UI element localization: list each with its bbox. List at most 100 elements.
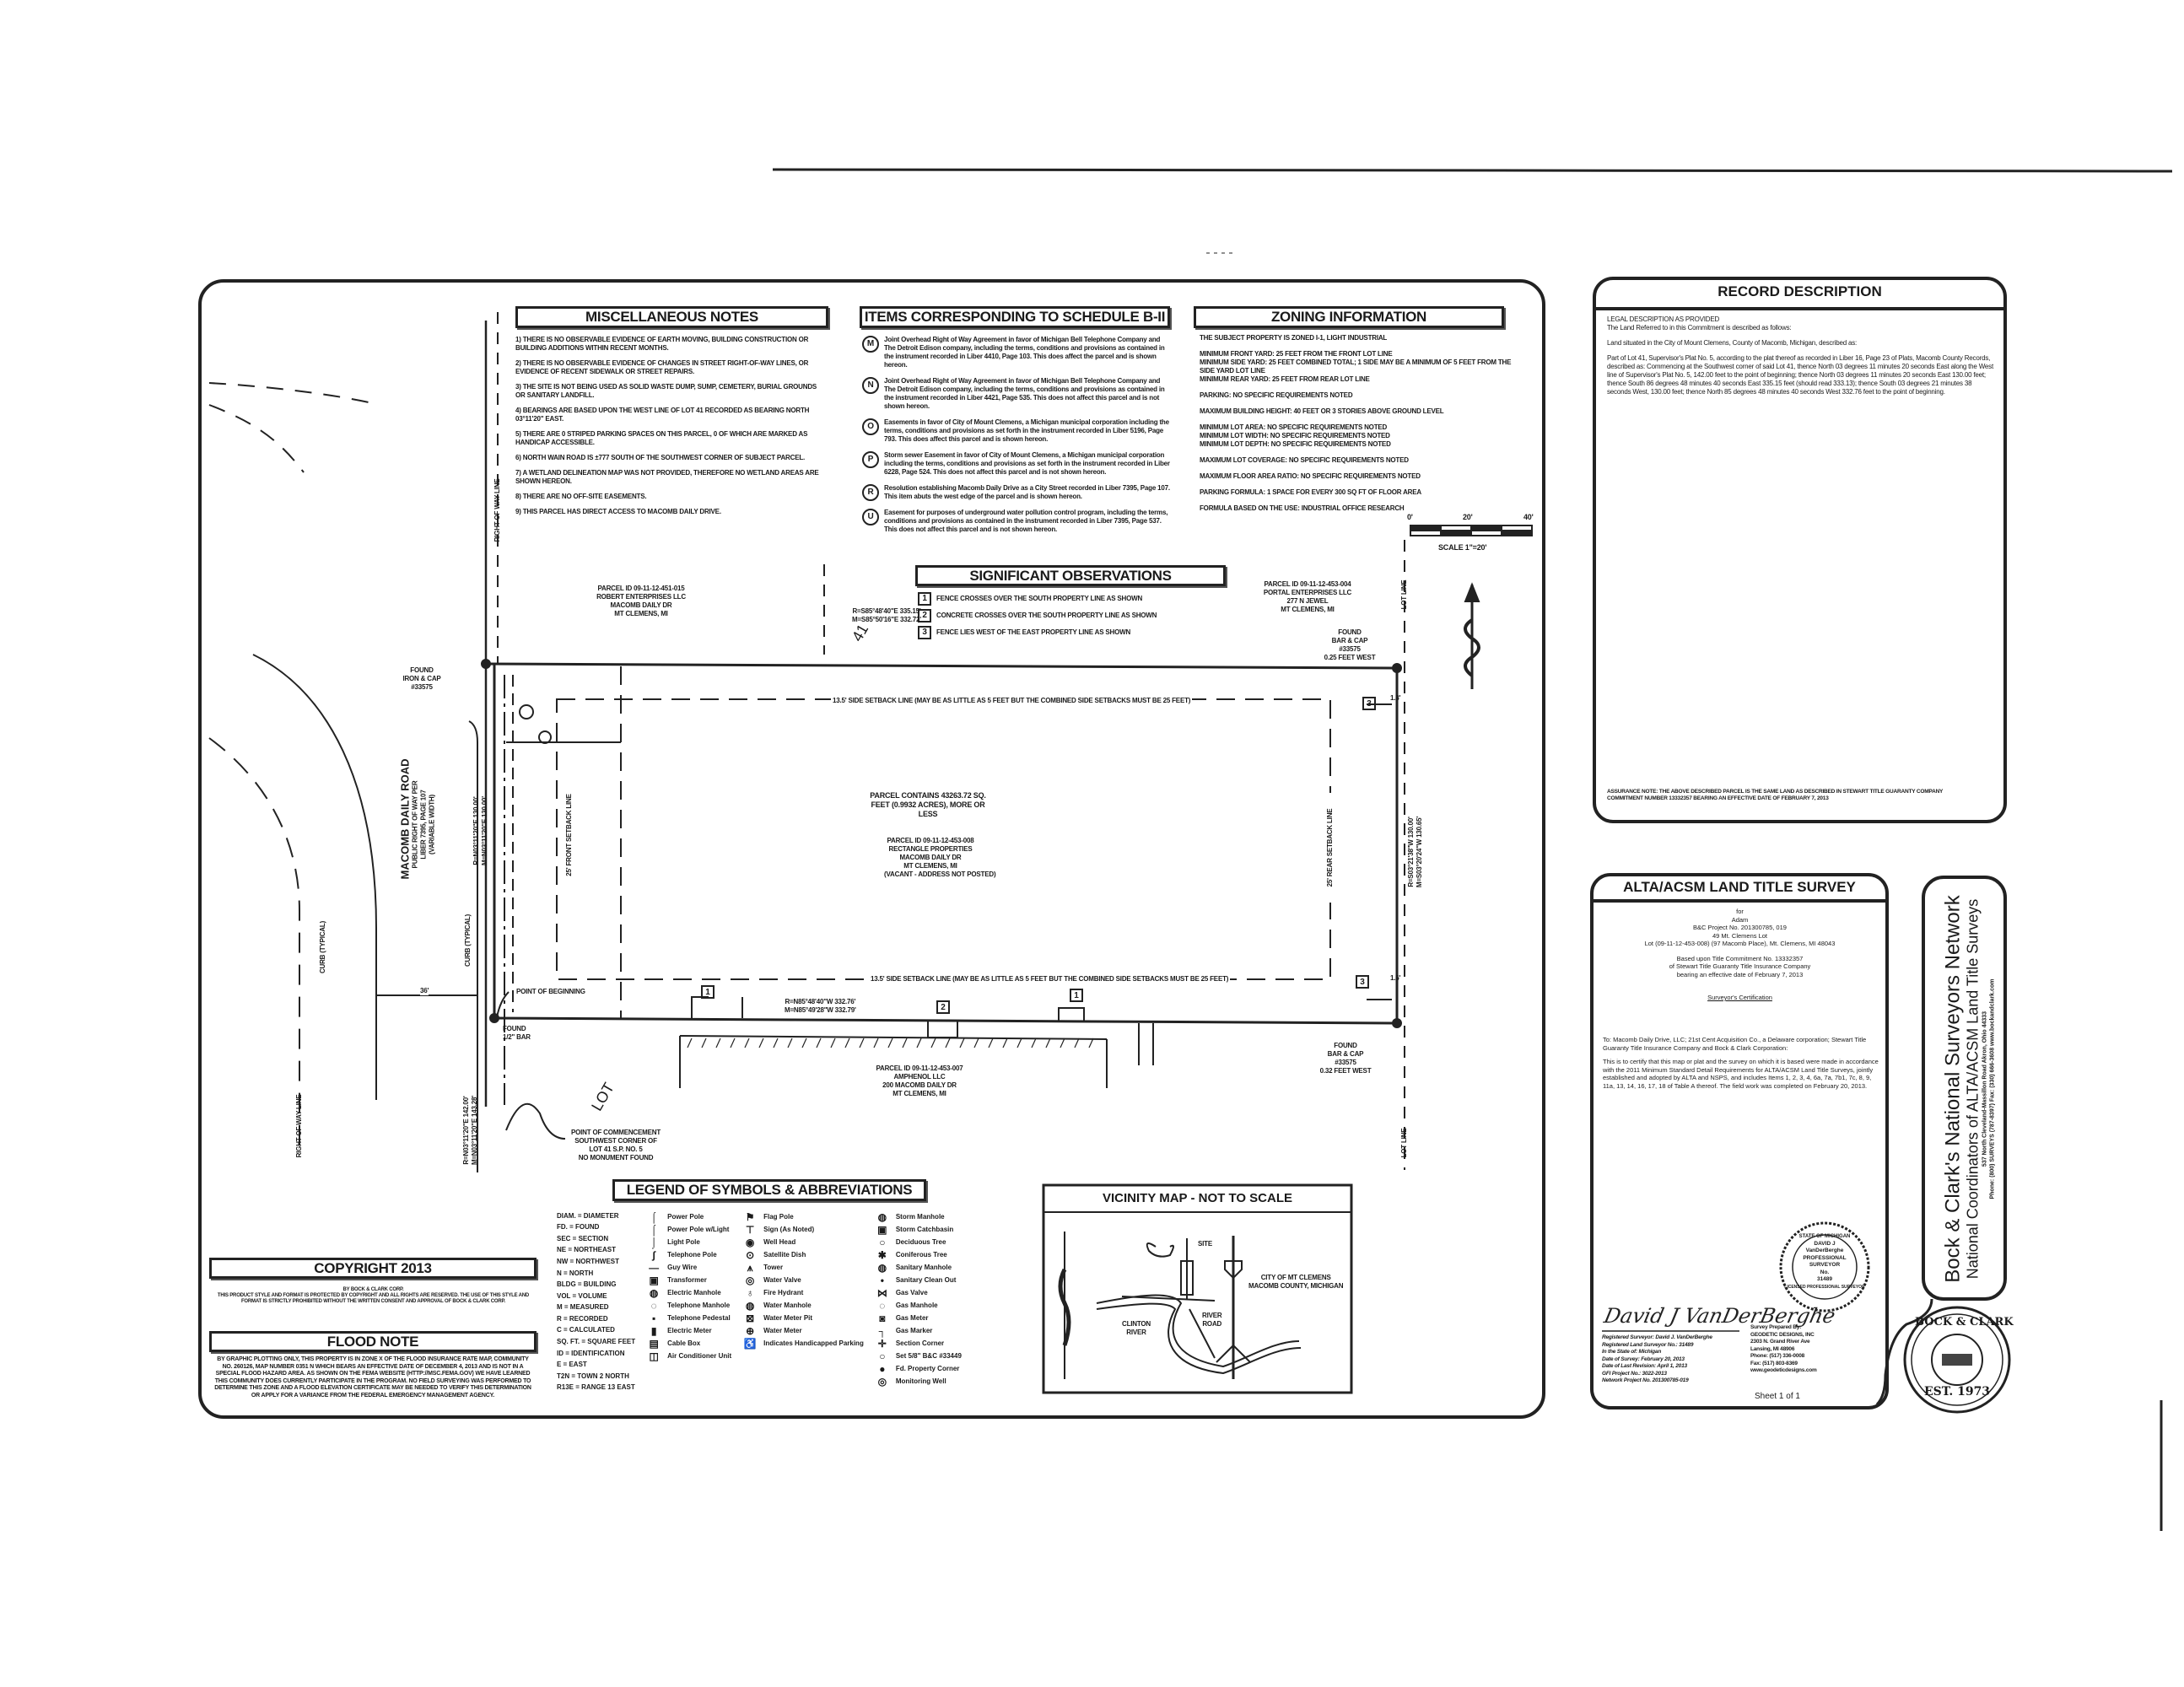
north-arrow-icon	[1464, 582, 1480, 692]
legend-item: BLDG = BUILDING	[557, 1280, 635, 1290]
legend-label: Flag Pole	[763, 1212, 794, 1221]
list-item: 5) THERE ARE 0 STRIPED PARKING SPACES ON…	[515, 430, 808, 446]
list-item: RIVER	[1126, 1329, 1146, 1336]
hatch-mark	[973, 1038, 979, 1048]
curb-label-2: CURB (TYPICAL)	[464, 914, 472, 967]
legend-item: •Sanitary Clean Out	[876, 1275, 962, 1285]
setback-rear: 25' REAR SETBACK LINE	[1326, 793, 1335, 903]
curb-width: 36'	[420, 987, 429, 995]
legend-symbol-icon: ◌	[879, 1299, 886, 1312]
vicinity-map-title: VICINITY MAP - NOT TO SCALE	[1102, 1191, 1293, 1205]
list-item: MT CLEMENS, MI	[892, 1090, 946, 1097]
alta-cert-body: This is to certify that this map or plat…	[1603, 1058, 1879, 1090]
hatch-mark	[787, 1038, 793, 1048]
list-item: #33575	[1339, 645, 1361, 653]
vicinity-site: SITE	[1198, 1240, 1212, 1248]
hatch-mark	[1045, 1038, 1051, 1048]
list-item: Fax: (517) 803-8369	[1750, 1360, 1798, 1366]
legend-label: SQ. FT. = SQUARE FEET	[557, 1337, 636, 1345]
legend-item: ⩚Tower	[743, 1262, 864, 1273]
sheet-number: Sheet 1 of 1	[1755, 1392, 1800, 1401]
west-bearing-record: R=N03°11'20"E 130.00'	[472, 796, 480, 865]
list-item: (VARIABLE WIDTH)	[428, 795, 436, 854]
list-item: 9) THIS PARCEL HAS DIRECT ACCESS TO MACO…	[515, 508, 721, 515]
record-description-body: LEGAL DESCRIPTION AS PROVIDED The Land R…	[1607, 315, 1995, 396]
list-item: 2) THERE IS NO OBSERVABLE EVIDENCE OF CH…	[515, 359, 809, 375]
observation-text: FENCE CROSSES OVER THE SOUTH PROPERTY LI…	[936, 595, 1143, 602]
legend-label: N = NORTH	[557, 1269, 594, 1277]
seal-name2: VanDerBerghe	[1805, 1248, 1844, 1253]
assurance-note: ASSURANCE NOTE: THE ABOVE DESCRIBED PARC…	[1607, 789, 1944, 801]
legend-item: ⊤Sign (As Noted)	[743, 1224, 864, 1235]
legend-label: Telephone Manhole	[667, 1301, 731, 1309]
legend-label: Water Meter	[763, 1326, 802, 1334]
list-item: 1) THERE IS NO OBSERVABLE EVIDENCE OF EA…	[515, 336, 809, 352]
legend-symbol-icon: ◎	[877, 1375, 887, 1388]
bock-clark-seal-bottom: EST. 1973	[1923, 1385, 1991, 1399]
hatch-mark	[730, 1038, 736, 1048]
legend-item: ┐Gas Marker	[876, 1325, 962, 1336]
hatch-mark	[873, 1038, 879, 1048]
schedule-letter-icon: N	[862, 377, 879, 394]
row-line-label: RIGHT OF WAY LINE	[295, 1094, 303, 1158]
list-item: In the State of: Michigan	[1602, 1349, 1662, 1355]
list-item: PARCEL ID 09-11-12-453-007	[876, 1064, 963, 1072]
hatch-mark	[1060, 1038, 1065, 1048]
observation-marker-3: 3	[1362, 697, 1376, 710]
list-item: 6) NORTH WAIN ROAD IS ±777 SOUTH OF THE …	[515, 454, 806, 461]
legend-item: VOL = VOLUME	[557, 1291, 635, 1302]
list-item: Phone: (517) 336-0008	[1750, 1353, 1805, 1359]
legend-symbol-icon: ⋈	[876, 1286, 887, 1299]
road-name: MACOMB DAILY ROAD	[398, 758, 412, 880]
list-item: RECTANGLE PROPERTIES	[888, 845, 973, 853]
schedule-text: Storm sewer Easement in favor of City of…	[884, 451, 1170, 476]
hatch-mark	[687, 1038, 693, 1048]
record-situated: Land situated in the City of Mount Cleme…	[1607, 339, 1858, 347]
banner-line4: Phone: (800) SURVEYS (787-8397) Fax: (33…	[1989, 978, 1996, 1199]
observation-number: 2	[918, 609, 931, 623]
east-bearing: R=S03°21'38"W 130.00'M=S03°20'24"W 130.6…	[1407, 801, 1424, 903]
alta-title: ALTA/ACSM LAND TITLE SURVEY	[1623, 879, 1856, 895]
legend-label: NW = NORTHWEST	[557, 1258, 619, 1266]
legend-symbol-icon: ◍	[877, 1261, 887, 1274]
legend-label: Transformer	[667, 1275, 707, 1284]
hatch-mark	[1002, 1038, 1008, 1048]
legend-label: Well Head	[763, 1237, 796, 1246]
legend-symbol-icon: ◍	[877, 1210, 887, 1223]
hatch-mark	[859, 1038, 865, 1048]
list-item: FOUND	[1338, 628, 1362, 636]
legend-item: ◍Sanitary Manhole	[876, 1262, 962, 1273]
list-item: 0.32 FEET WEST	[1319, 1067, 1372, 1075]
legend-item: NW = NORTHWEST	[557, 1257, 635, 1267]
east-bearing-record: R=S03°21'38"W 130.00'	[1407, 817, 1415, 887]
alta-certification: To: Macomb Daily Drive, LLC; 21st Cent A…	[1603, 1036, 1881, 1090]
list-item: AMPHENOL LLC	[893, 1073, 946, 1081]
schedule-b-header: ITEMS CORRESPONDING TO SCHEDULE B-II	[860, 306, 1170, 328]
hatch-mark	[801, 1038, 807, 1048]
setback-side-south: 13.5' SIDE SETBACK LINE (MAY BE AS LITTL…	[869, 975, 1231, 984]
legend-label: Water Valve	[763, 1275, 801, 1284]
seal-name1: DAVID J	[1814, 1240, 1836, 1247]
schedule-text: Resolution establishing Macomb Daily Dri…	[884, 484, 1170, 500]
legend-item: ◌Gas Manhole	[876, 1300, 962, 1311]
hatch-mark	[758, 1038, 764, 1048]
legend-item: ▣Storm Catchbasin	[876, 1224, 962, 1235]
list-item: CITY OF MT CLEMENS	[1260, 1274, 1331, 1281]
legend-item: N = NORTH	[557, 1269, 635, 1279]
bock-clark-banner: Bock & Clark's National Surveyors Networ…	[1942, 881, 1996, 1298]
legend-item: ◍Water Manhole	[743, 1300, 864, 1311]
legend-item: R13E = RANGE 13 EAST	[557, 1382, 635, 1393]
legend-item: SEC = SECTION	[557, 1234, 635, 1244]
legend-symbol-icon: ⩚	[747, 1261, 753, 1274]
legend-item: FD. = FOUND	[557, 1223, 635, 1233]
